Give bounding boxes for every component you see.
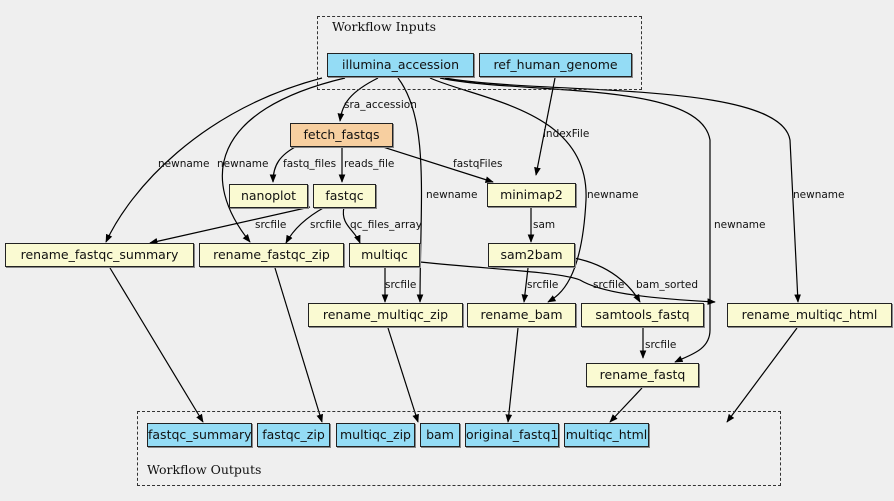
- node-ref-human-genome[interactable]: ref_human_genome: [479, 53, 632, 77]
- edge-label-newname-mqhtml: newname: [793, 189, 845, 201]
- edge-srcfile-fqzip: [285, 206, 326, 244]
- edge-label-indexfile: indexFile: [543, 128, 590, 140]
- edge-srcfile-summary: [149, 206, 311, 245]
- node-rename-multiqc-html[interactable]: rename_multiqc_html: [727, 303, 892, 327]
- edge-out-bam: [505, 327, 519, 423]
- node-multiqc-zip[interactable]: multiqc_zip: [336, 423, 415, 447]
- edge-newname-fastq: [439, 77, 711, 363]
- edge-label-bam-sorted: bam_sorted: [636, 279, 699, 291]
- node-samtools-fastq[interactable]: samtools_fastq: [581, 303, 704, 327]
- edge-label-qc-files-array: qc_files_array: [350, 219, 422, 231]
- edge-newname-fqzip: [221, 77, 346, 243]
- edge-qc-files-array: [342, 206, 361, 244]
- node-fastqc-zip[interactable]: fastqc_zip: [257, 423, 330, 447]
- workflow-outputs-cluster: [137, 411, 781, 486]
- edge-out-mqhtml: [726, 327, 798, 423]
- node-multiqc[interactable]: multiqc: [349, 243, 420, 267]
- edge-label-srcfile-mqhtml: srcfile: [593, 279, 625, 291]
- edge-bam-sorted: [573, 257, 641, 303]
- workflow-outputs-label: Workflow Outputs: [147, 462, 262, 477]
- node-sam2bam[interactable]: sam2bam: [488, 243, 575, 267]
- node-bam[interactable]: bam: [420, 423, 460, 447]
- edge-indexfile: [534, 77, 556, 176]
- edge-out-fqzip: [274, 267, 324, 423]
- node-rename-bam[interactable]: rename_bam: [467, 303, 576, 327]
- edge-fastq-files: [269, 145, 298, 183]
- edge-srcfile-mqhtml: [419, 261, 716, 305]
- edge-fastqfiles: [379, 145, 494, 183]
- node-fetch-fastqs[interactable]: fetch_fastqs: [290, 123, 393, 147]
- edge-label-srcfile-fastq: srcfile: [645, 339, 677, 351]
- edge-newname-mqhtml: [444, 77, 801, 303]
- edge-label-srcfile-bam: srcfile: [527, 279, 559, 291]
- node-rename-fastqc-summary[interactable]: rename_fastqc_summary: [5, 243, 194, 267]
- edge-newname-bam: [429, 77, 587, 303]
- edge-label-sra-accession: sra_accession: [344, 99, 417, 111]
- edge-label-srcfile-summary: srcfile: [255, 219, 287, 231]
- node-fastqc-summary[interactable]: fastqc_summary: [147, 423, 252, 447]
- edge-out-fastq1: [609, 387, 643, 423]
- node-rename-multiqc-zip[interactable]: rename_multiqc_zip: [308, 303, 463, 327]
- edge-label-fastq-files: fastq_files: [283, 158, 337, 170]
- node-nanoplot[interactable]: nanoplot: [229, 184, 308, 208]
- edge-label-newname-fqzip: newname: [217, 158, 269, 170]
- edge-label-newname-bam: newname: [587, 189, 639, 201]
- edge-newname-mqzip: [397, 77, 424, 303]
- edge-newname-summary: [105, 77, 323, 243]
- workflow-inputs-cluster: [317, 16, 642, 90]
- node-original-fastq1[interactable]: original_fastq1: [465, 423, 559, 447]
- edge-label-newname-summary: newname: [158, 158, 210, 170]
- edge-label-fastqfiles: fastqFiles: [453, 158, 503, 170]
- edge-label-reads-file: reads_file: [344, 158, 395, 170]
- node-rename-fastqc-zip[interactable]: rename_fastqc_zip: [199, 243, 344, 267]
- edge-label-sam: sam: [533, 219, 556, 231]
- node-rename-fastq[interactable]: rename_fastq: [586, 363, 699, 387]
- workflow-inputs-label: Workflow Inputs: [332, 19, 437, 34]
- edge-out-mqzip: [387, 327, 419, 423]
- node-multiqc-html[interactable]: multiqc_html: [564, 423, 649, 447]
- node-minimap2[interactable]: minimap2: [487, 183, 576, 207]
- node-fastqc[interactable]: fastqc: [313, 184, 376, 208]
- edge-label-srcfile-mqzip: srcfile: [385, 279, 417, 291]
- node-illumina-accession[interactable]: illumina_accession: [327, 53, 474, 77]
- edge-label-newname-fastq: newname: [714, 219, 766, 231]
- edge-sra-accession: [337, 77, 379, 122]
- edge-out-summary: [109, 267, 204, 423]
- edge-srcfile-bam: [521, 267, 529, 303]
- edge-label-srcfile-fqzip: srcfile: [310, 219, 342, 231]
- edge-label-newname-mqzip: newname: [426, 189, 478, 201]
